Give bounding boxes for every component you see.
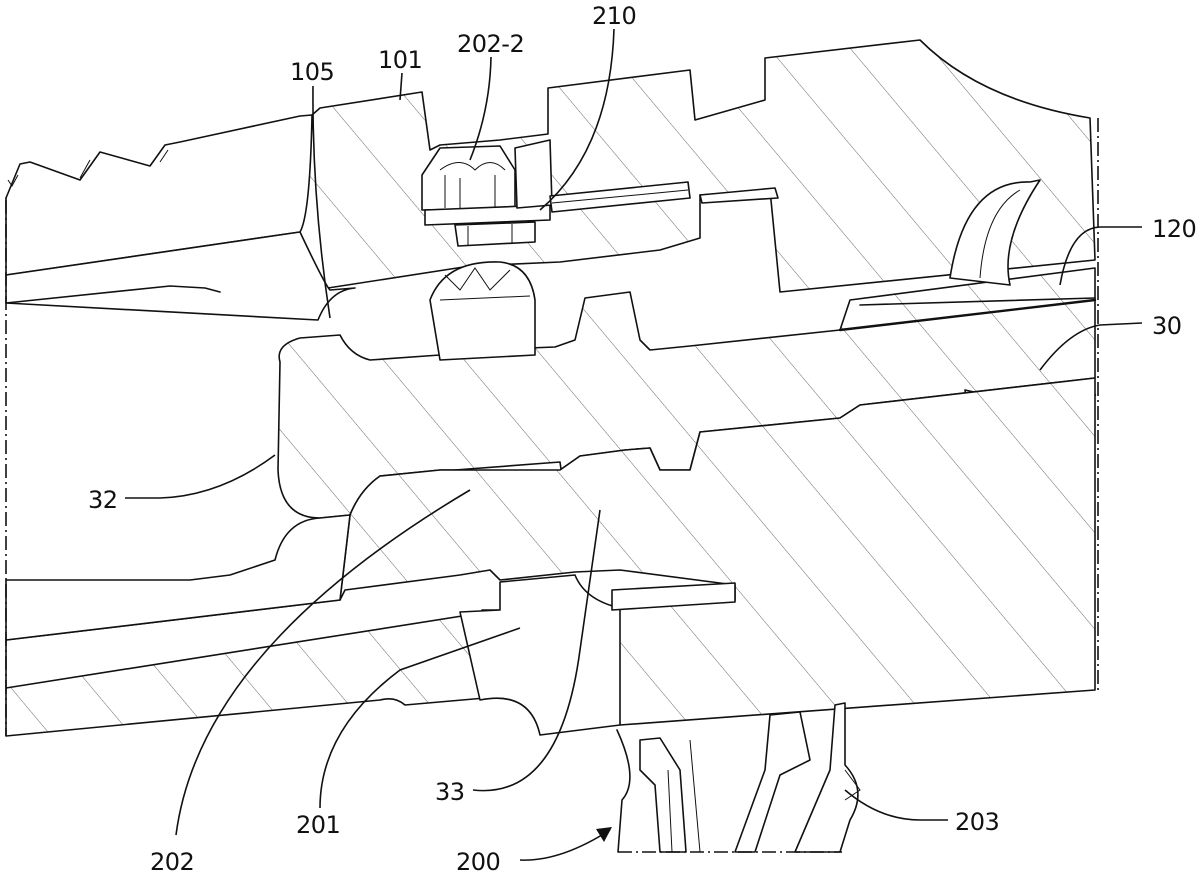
label-30: 30 <box>1152 312 1182 340</box>
arrowhead-200 <box>596 827 612 842</box>
label-201: 201 <box>296 811 340 839</box>
leader-101 <box>399 72 403 101</box>
bore-upper-cavity <box>5 231 356 321</box>
leader-33 <box>472 509 601 792</box>
reference-labels: 105 101 202-2 210 120 30 32 202 201 33 2… <box>88 2 1197 876</box>
label-101: 101 <box>378 46 422 74</box>
label-200: 200 <box>456 848 500 876</box>
leader-lines <box>125 28 1143 861</box>
leader-32 <box>125 454 276 499</box>
leader-201 <box>319 627 521 809</box>
fastener-202-2 <box>421 139 553 247</box>
label-203: 203 <box>955 808 999 836</box>
lever-assembly-200 <box>616 702 861 853</box>
label-202: 202 <box>150 848 194 876</box>
label-33: 33 <box>435 778 465 806</box>
label-105: 105 <box>290 58 334 86</box>
leader-202 <box>175 489 471 836</box>
section-cut-lines <box>5 118 1099 736</box>
label-202-2: 202-2 <box>457 30 524 58</box>
label-120: 120 <box>1152 215 1196 243</box>
plate-210 <box>549 181 779 213</box>
label-210: 210 <box>592 2 636 30</box>
leader-200 <box>519 829 611 861</box>
lower-housing <box>5 377 1096 737</box>
leader-202-2 <box>469 56 492 161</box>
leader-120 <box>1059 226 1142 286</box>
leader-105 <box>312 85 331 319</box>
leader-203 <box>844 789 948 821</box>
leader-210 <box>539 28 615 211</box>
label-32: 32 <box>88 486 118 514</box>
leader-30 <box>1039 322 1143 371</box>
